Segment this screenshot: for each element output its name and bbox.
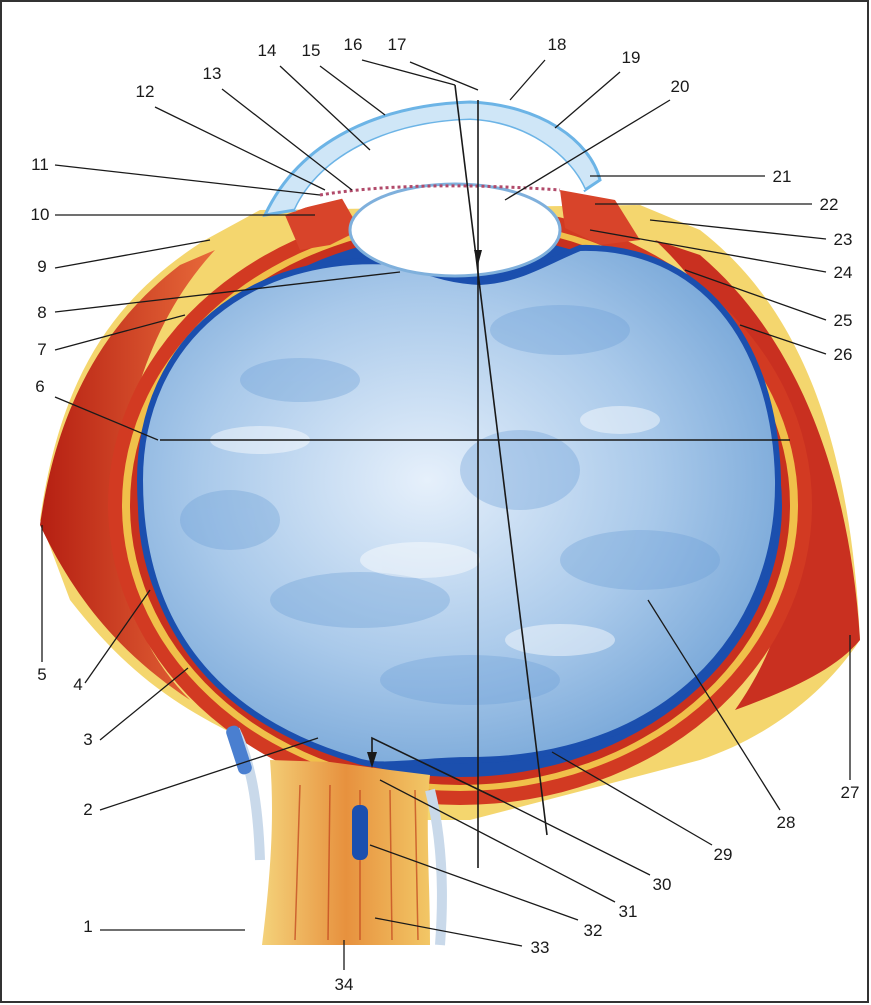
- fovea-arrow: [367, 752, 377, 768]
- callout-label-29: 29: [714, 845, 733, 864]
- callout-label-2: 2: [83, 800, 92, 819]
- leader-line-9: [54, 239, 211, 269]
- optic-nerve: [262, 760, 430, 945]
- callout-label-26: 26: [834, 345, 853, 364]
- callout-label-27: 27: [841, 783, 860, 802]
- lens: [348, 182, 562, 278]
- ciliary-body-right: [560, 190, 640, 245]
- callout-label-7: 7: [37, 340, 46, 359]
- extraocular-muscle-right: [655, 240, 860, 710]
- leader-line-2: [99, 737, 319, 811]
- callout-label-23: 23: [834, 230, 853, 249]
- callout-label-24: 24: [834, 263, 853, 282]
- ciliary-body-left: [285, 195, 360, 250]
- leader-line-19: [554, 71, 621, 129]
- leader-line-7: [54, 314, 186, 351]
- callout-label-5: 5: [37, 665, 46, 684]
- central-retinal-vessel: [352, 805, 368, 860]
- leader-line-3: [99, 667, 189, 741]
- callout-label-14: 14: [258, 41, 277, 60]
- leader-line-8: [54, 271, 401, 313]
- callout-label-17: 17: [388, 35, 407, 54]
- leader-line-24: [589, 229, 827, 273]
- callout-label-34: 34: [335, 975, 354, 994]
- leader-line-6: [54, 396, 159, 441]
- anterior-chamber: [295, 120, 585, 210]
- leader-line-15: [319, 65, 386, 116]
- callout-label-28: 28: [777, 813, 796, 832]
- callout-label-20: 20: [671, 77, 690, 96]
- callout-label-15: 15: [302, 41, 321, 60]
- callout-label-13: 13: [203, 64, 222, 83]
- callout-label-12: 12: [136, 82, 155, 101]
- vitreous-texture: [180, 305, 720, 705]
- callout-label-31: 31: [619, 902, 638, 921]
- callout-label-19: 19: [622, 48, 641, 67]
- callout-label-10: 10: [31, 205, 50, 224]
- callout-label-4: 4: [73, 675, 82, 694]
- leader-line-20: [504, 99, 671, 201]
- callout-label-22: 22: [820, 195, 839, 214]
- leader-line-14: [279, 65, 371, 151]
- callout-label-6: 6: [35, 377, 44, 396]
- leader-line-11: [54, 164, 321, 196]
- callout-label-33: 33: [531, 938, 550, 957]
- callout-label-16: 16: [344, 35, 363, 54]
- leader-line-25: [684, 269, 827, 321]
- callout-label-32: 32: [584, 921, 603, 940]
- callout-label-11: 11: [31, 155, 49, 174]
- leader-line-26: [739, 324, 827, 355]
- leader-line-12: [154, 106, 326, 191]
- callout-label-1: 1: [83, 917, 92, 936]
- nerve-sheath-right: [425, 788, 447, 946]
- visual-axis: [454, 84, 548, 836]
- callout-label-9: 9: [37, 257, 46, 276]
- leader-lines: [41, 59, 851, 970]
- leader-line-32: [369, 844, 579, 921]
- leader-line-30: [499, 799, 651, 876]
- callout-label-30: 30: [653, 875, 672, 894]
- leader-line-33: [374, 917, 523, 947]
- vitreous-highlights: [210, 406, 660, 656]
- callout-label-25: 25: [834, 311, 853, 330]
- callout-label-3: 3: [83, 730, 92, 749]
- leader-line-13: [221, 88, 353, 191]
- leader-line-16: [361, 59, 456, 86]
- leader-line-28: [647, 599, 781, 811]
- callout-label-8: 8: [37, 303, 46, 322]
- callout-label-21: 21: [773, 167, 792, 186]
- leader-line-29: [551, 751, 713, 846]
- extraocular-muscle-left: [40, 250, 215, 700]
- leader-line-23: [649, 219, 827, 240]
- leader-line-31: [379, 779, 616, 903]
- leader-line-17: [409, 61, 479, 91]
- callout-label-18: 18: [548, 35, 567, 54]
- leader-line-4: [84, 589, 151, 684]
- leader-line-18: [509, 59, 546, 101]
